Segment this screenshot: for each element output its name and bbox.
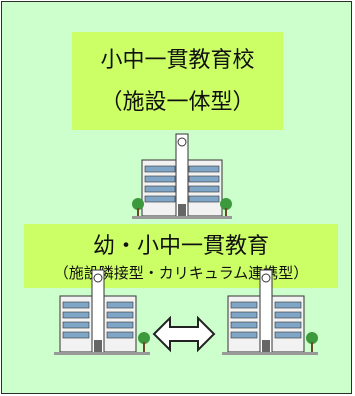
integrated-school-subtitle: （施設一体型） [100, 90, 255, 115]
school-building-icon [132, 133, 232, 219]
linked-school-title: 幼・小中一貫教育 [92, 234, 269, 259]
linked-school-subtitle: （施設隣接型・カリキュラム連携型） [53, 264, 309, 282]
integrated-school-title: 小中一貫教育校 [100, 48, 255, 73]
linked-school-label-box: 幼・小中一貫教育 （施設隣接型・カリキュラム連携型） [24, 224, 338, 288]
school-building-icon [222, 269, 318, 355]
double-arrow-icon [152, 315, 216, 353]
integrated-school-label-box: 小中一貫教育校 （施設一体型） [72, 32, 283, 130]
school-building-icon [54, 269, 150, 355]
